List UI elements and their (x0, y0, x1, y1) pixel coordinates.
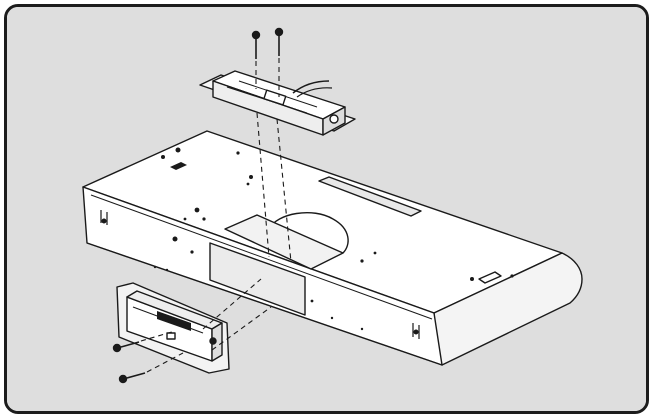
hood-duct-opening (268, 212, 349, 254)
top-screw-right (274, 27, 284, 56)
front-screw-upper (112, 341, 140, 353)
top-box-wire (292, 80, 330, 94)
illustration-frame (4, 4, 649, 414)
front-junction-box (116, 282, 230, 374)
alignment-guides (140, 58, 292, 373)
installation-diagram (7, 7, 646, 411)
range-hood (82, 130, 583, 366)
hood-top-knockout (224, 214, 344, 270)
hood-front-cutout (209, 242, 306, 316)
top-screw-left (251, 30, 261, 59)
top-junction-box (199, 70, 356, 136)
hood-rear-slot (318, 176, 422, 217)
front-screw-lower (118, 372, 146, 384)
